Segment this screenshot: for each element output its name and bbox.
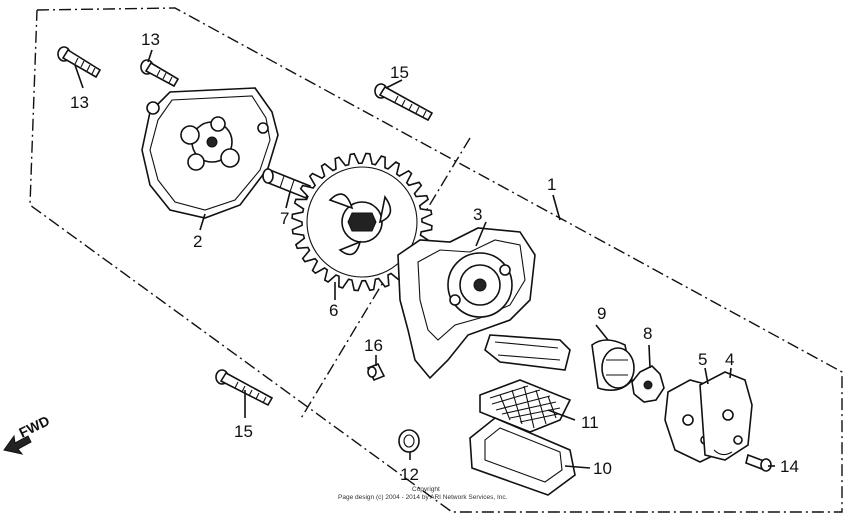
- callout-15-bottom: 15: [234, 422, 253, 441]
- copyright-line-2: Page design (c) 2004 - 2014 by ARI Netwo…: [338, 494, 508, 501]
- forward-direction-indicator: FWD: [3, 412, 52, 455]
- bolt-15-top[interactable]: [374, 83, 434, 122]
- o-ring-12[interactable]: [398, 429, 420, 453]
- callout-15-top: 15: [390, 63, 409, 82]
- callout-4: 4: [725, 350, 734, 369]
- bolt-15-bottom[interactable]: [215, 369, 274, 407]
- bolt-13-right[interactable]: [140, 59, 180, 88]
- callout-12: 12: [400, 465, 419, 484]
- inner-rotor-8[interactable]: [631, 365, 665, 403]
- callout-1: 1: [547, 175, 556, 194]
- dowel-pin-16[interactable]: [366, 362, 386, 382]
- callout-11: 11: [581, 413, 599, 432]
- bolt-13-left[interactable]: [57, 46, 102, 79]
- fwd-label: FWD: [16, 412, 52, 440]
- callout-13-left: 13: [70, 93, 89, 112]
- callout-3: 3: [473, 205, 482, 224]
- shaft-7[interactable]: [262, 168, 311, 200]
- leader-lines: [74, 49, 775, 469]
- callout-9: 9: [597, 304, 606, 323]
- callout-5: 5: [698, 350, 707, 369]
- callout-16: 16: [364, 336, 383, 355]
- callout-10: 10: [593, 459, 612, 478]
- cover-plate-4[interactable]: [699, 371, 753, 461]
- sprocket-6[interactable]: [291, 152, 433, 292]
- copyright-notice: Copyright Page design (c) 2004 - 2014 by…: [338, 486, 508, 501]
- pump-cover-2[interactable]: [141, 87, 279, 219]
- strainer-screen-11[interactable]: [479, 379, 572, 433]
- pump-body-3[interactable]: [397, 227, 571, 380]
- outer-rotor-9[interactable]: [591, 339, 635, 391]
- callout-7: 7: [280, 209, 289, 228]
- callout-6: 6: [329, 301, 338, 320]
- screw-14[interactable]: [745, 453, 772, 472]
- callout-2: 2: [193, 232, 202, 251]
- callout-14: 14: [780, 457, 799, 476]
- callout-8: 8: [643, 324, 652, 343]
- callout-13-right: 13: [141, 30, 160, 49]
- callout-numbers: 1 2 3 4 5 6 7 8 9 10 11 12 13 13 14 15 1…: [70, 30, 799, 484]
- copyright-line-1: Copyright: [412, 486, 440, 493]
- strainer-gasket-10[interactable]: [469, 417, 576, 496]
- fwd-arrow-icon: [3, 434, 32, 455]
